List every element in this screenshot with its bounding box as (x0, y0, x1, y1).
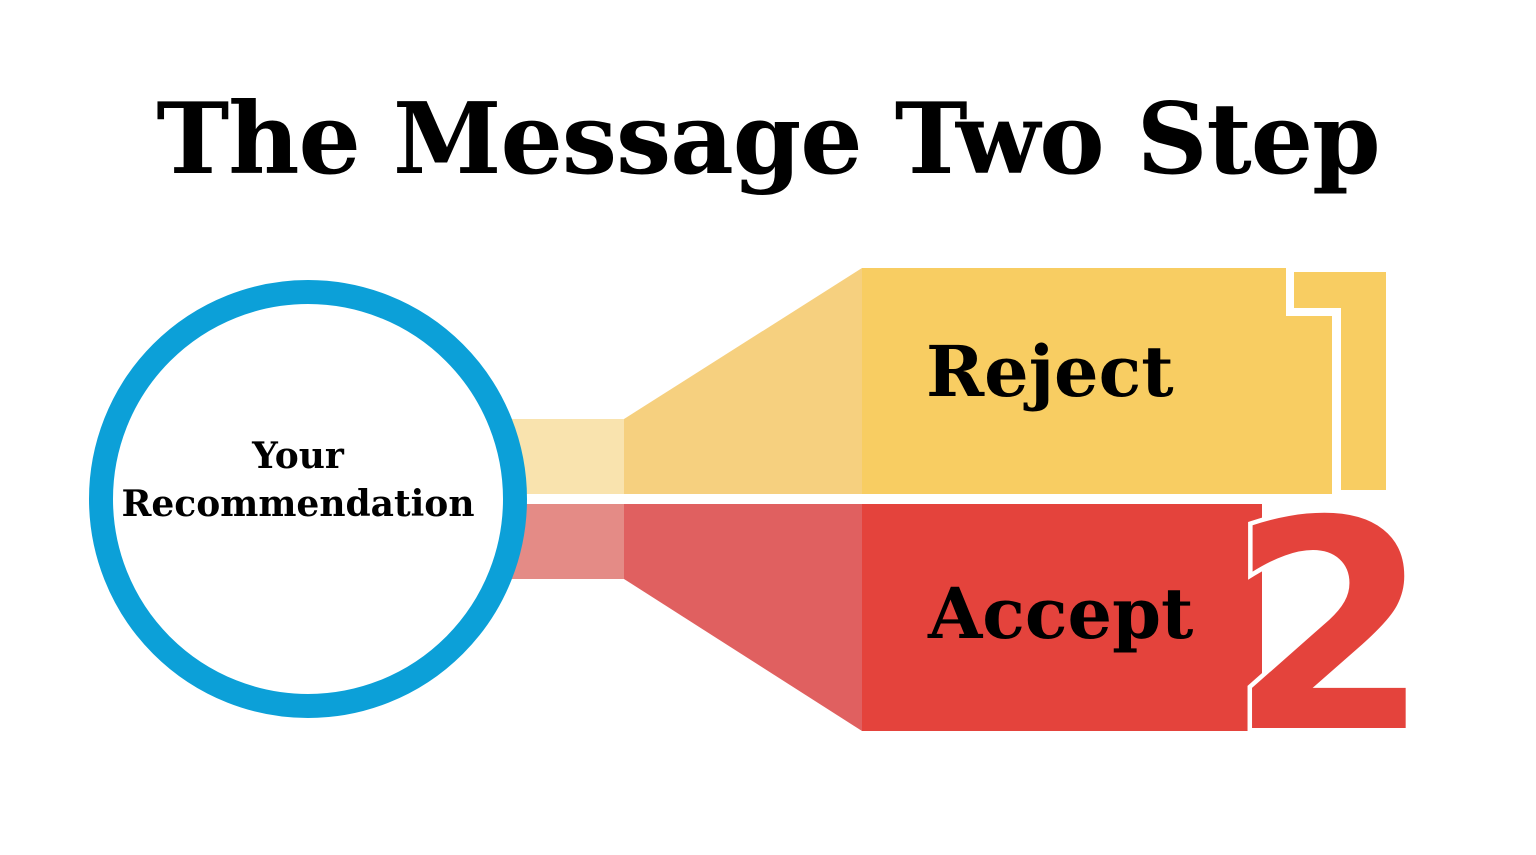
circle-label-line1: Your (251, 435, 345, 477)
reject-funnel (478, 264, 1394, 498)
reject-box (862, 268, 1332, 494)
page-title: The Message Two Step (156, 82, 1380, 197)
circle-label-line2: Recommendation (121, 483, 474, 525)
accept-taper (624, 504, 862, 731)
step-reject-label: Reject (926, 330, 1174, 413)
step-accept-label: Accept (927, 572, 1193, 655)
number-two-icon: 2 (1229, 460, 1431, 797)
reject-taper (624, 268, 862, 494)
recommendation-circle: Your Recommendation (89, 280, 527, 718)
circle-ring (89, 280, 527, 718)
number-one-icon (1286, 264, 1394, 498)
accept-box (862, 504, 1262, 731)
